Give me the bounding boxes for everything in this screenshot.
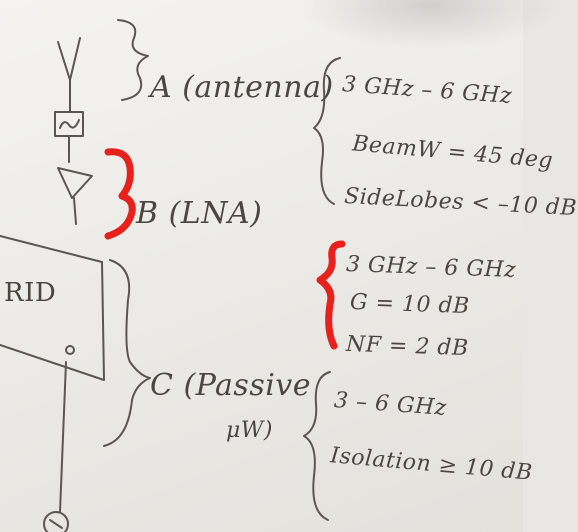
label-c-passive: C (Passive [150,368,312,403]
schematic-drawing [0,19,346,532]
label-a-antenna: A (antenna) [150,70,334,105]
block-label: RID [4,278,57,308]
label-c-passive-line2: μW) [226,418,273,443]
spec-b-gain: G = 10 dB [349,289,471,320]
circulator-icon [43,511,69,532]
port-circle [65,345,75,355]
antenna-icon [57,37,81,113]
board-shadow [300,0,560,50]
spec-brace-a [313,57,341,205]
brace-a [117,19,149,101]
highlight-brace-specs [316,240,346,350]
spec-brace-c [303,371,331,521]
amplifier-icon [57,167,93,225]
filter-icon [54,111,84,163]
rid-block [0,235,105,381]
spec-b-noise-figure: NF = 2 dB [345,331,470,362]
highlight-brace-b [104,148,136,240]
label-b-lna: B (LNA) [136,196,263,231]
brace-c [103,259,151,447]
